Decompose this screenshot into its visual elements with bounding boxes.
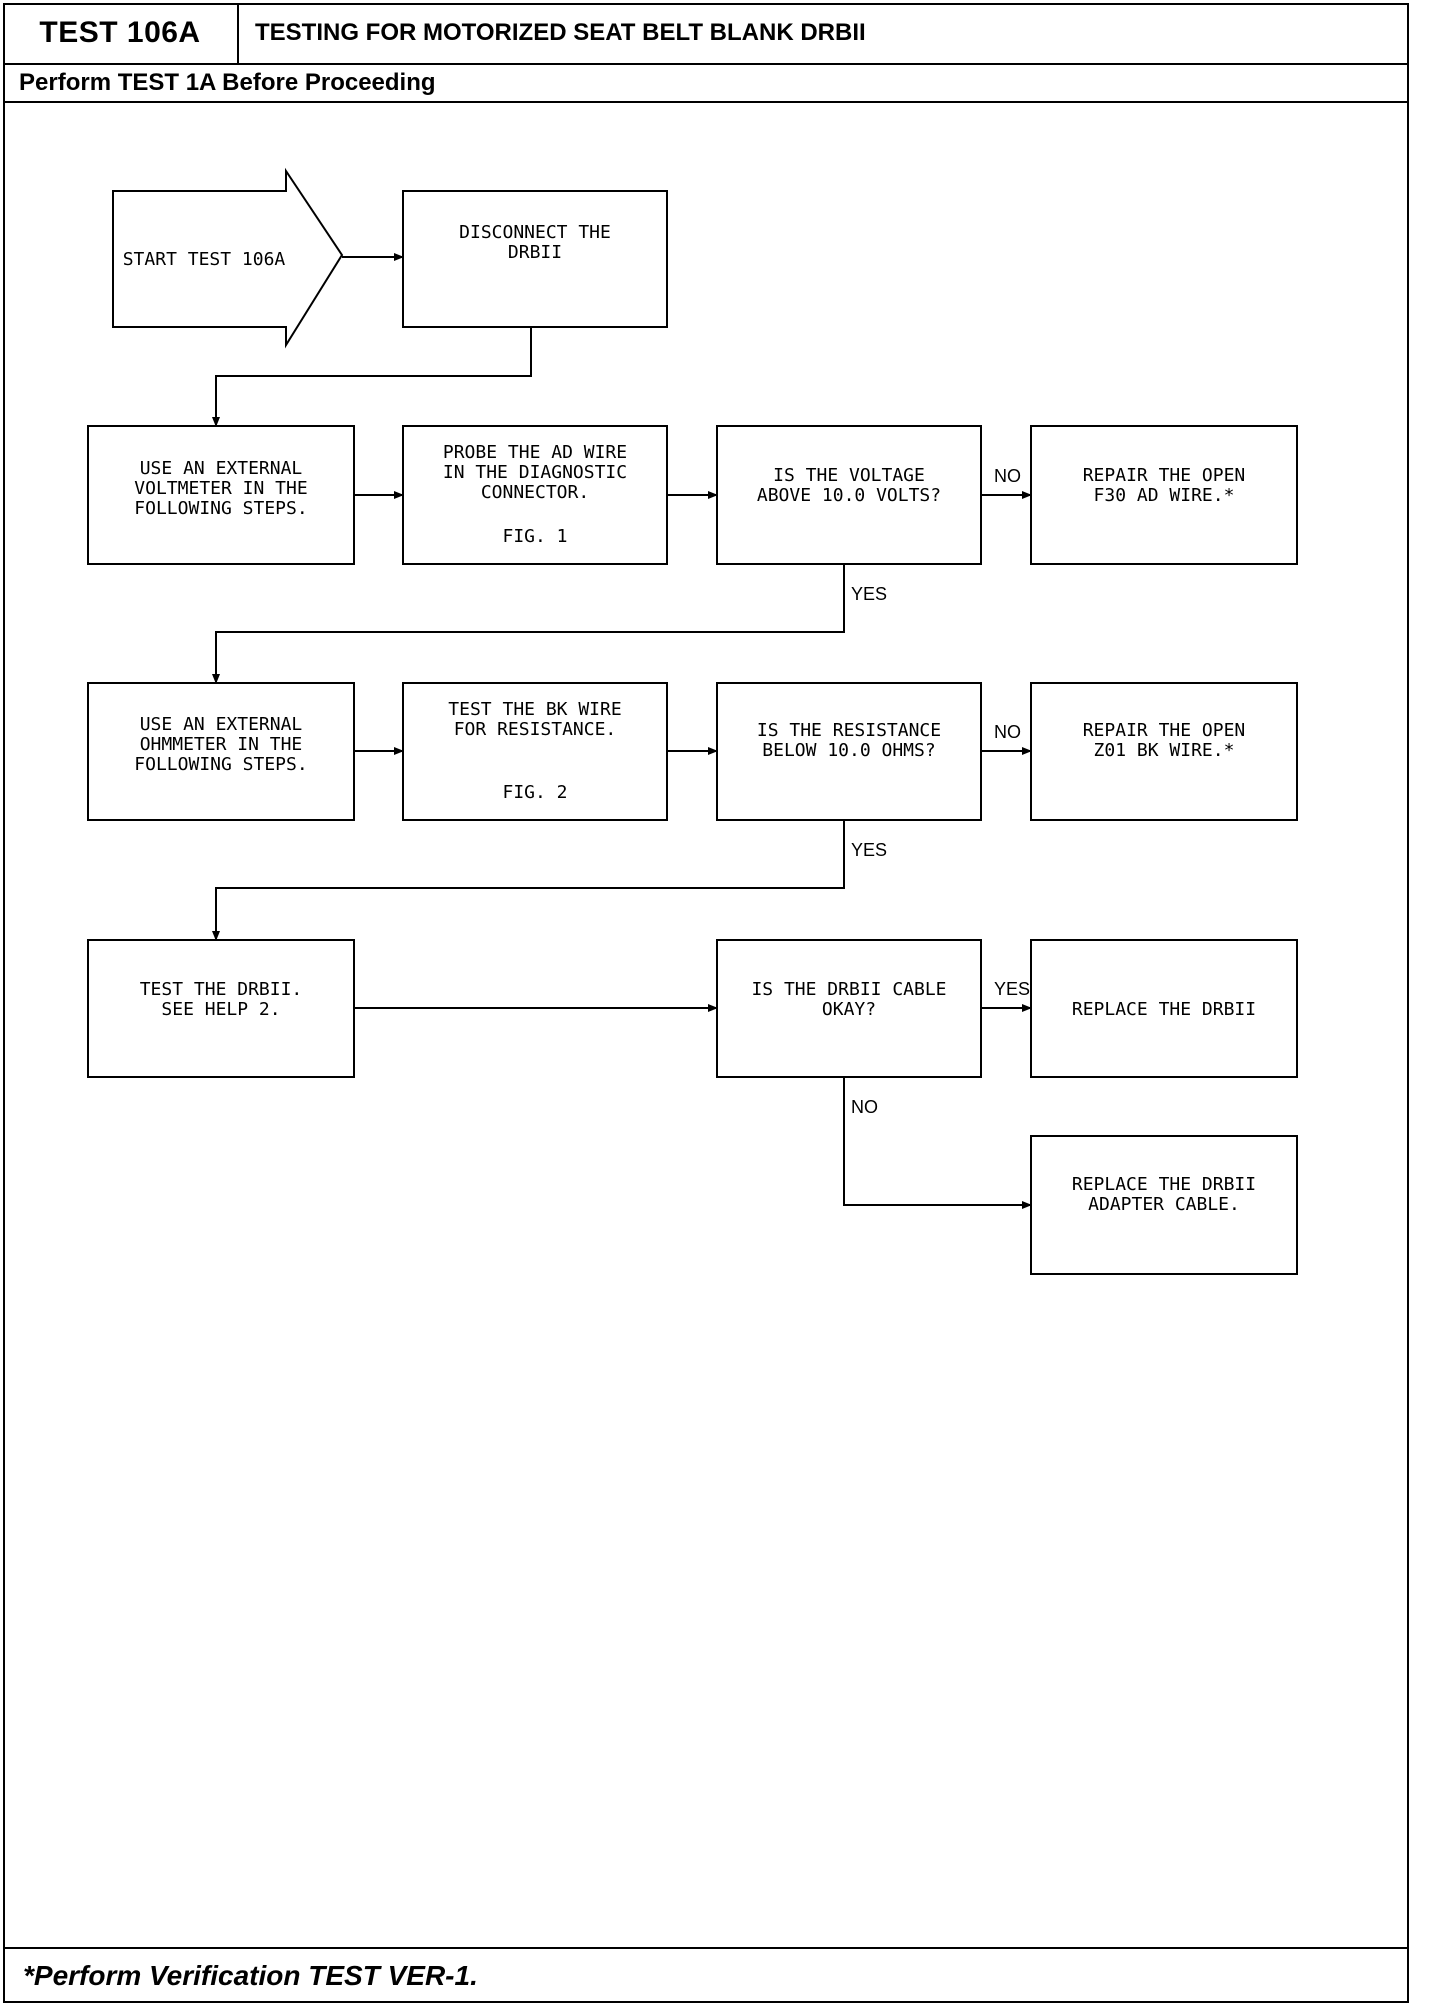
test-drbii-box [87, 939, 355, 1078]
flow-text-line: IS THE VOLTAGE [773, 465, 925, 486]
flow-text-line: CONNECTOR. [481, 482, 589, 503]
flow-text-line: USE AN EXTERNAL [140, 458, 303, 479]
connector-voltage-yes [212, 564, 845, 684]
flow-text-line: REPLACE THE DRBII [1072, 1174, 1256, 1195]
flow-text-line: ADAPTER CABLE. [1088, 1194, 1240, 1215]
flow-text-line: VOLTMETER IN THE [134, 478, 307, 499]
header-bar: TEST 106A TESTING FOR MOTORIZED SEAT BEL… [3, 3, 1409, 65]
label-voltage-no: NO [994, 466, 1021, 486]
start-text: START TEST 106A [123, 249, 286, 270]
use-ohmmeter-box [87, 682, 355, 821]
probe-ad-fig: FIG. 1 [502, 526, 567, 547]
repair-f30-box [1030, 425, 1298, 565]
disconnect-box [402, 190, 668, 328]
flow-text-line: ABOVE 10.0 VOLTS? [757, 485, 941, 506]
flow-text-line: START TEST 106A [123, 249, 286, 270]
flow-text-line: REPAIR THE OPEN [1083, 720, 1246, 741]
flow-text-line: REPLACE THE DRBII [1072, 999, 1256, 1020]
replace-drbii-text: REPLACE THE DRBII [1072, 999, 1256, 1020]
flow-text-line: OHMMETER IN THE [140, 734, 303, 755]
prerequisite-note: Perform TEST 1A Before Proceeding [19, 69, 436, 96]
flow-text-line: PROBE THE AD WIRE [443, 442, 627, 463]
page-frame [3, 3, 1409, 2003]
verification-note: *Perform Verification TEST VER-1. [23, 1960, 478, 1991]
connector-cable-no [843, 1077, 1032, 1209]
label-cable-no: NO [851, 1097, 878, 1117]
test-bk-fig: FIG. 2 [502, 782, 567, 803]
label-resistance-yes: YES [851, 840, 887, 860]
probe-ad-box [402, 425, 668, 565]
flow-text-line: TEST THE DRBII. [140, 979, 303, 1000]
test-bk-box [402, 682, 668, 821]
test-id-label: TEST 106A [3, 3, 239, 63]
flow-text-line: IS THE DRBII CABLE [751, 979, 946, 1000]
use-voltmeter-box [87, 425, 355, 565]
flow-text-line: SEE HELP 2. [161, 999, 280, 1020]
test-title: TESTING FOR MOTORIZED SEAT BELT BLANK DR… [255, 19, 866, 46]
footer-bar: *Perform Verification TEST VER-1. [3, 1947, 1409, 2003]
flow-text-line: FOLLOWING STEPS. [134, 754, 307, 775]
label-cable-yes: YES [994, 979, 1030, 999]
flow-text-line: Z01 BK WIRE.* [1094, 740, 1235, 761]
connector-resistance-yes [212, 820, 845, 941]
cable-question-box [716, 939, 982, 1078]
flow-text-line: OKAY? [822, 999, 876, 1020]
flow-text-line: F30 AD WIRE.* [1094, 485, 1235, 506]
flow-text-line: USE AN EXTERNAL [140, 714, 303, 735]
flow-text-line: FOLLOWING STEPS. [134, 498, 307, 519]
start-arrow-shape [112, 167, 344, 349]
replace-drbii-box [1030, 939, 1298, 1078]
flow-text-line: IS THE RESISTANCE [757, 720, 941, 741]
flow-text-line: FOR RESISTANCE. [454, 719, 617, 740]
connector-disconnect-to-voltmeter [212, 327, 532, 427]
prerequisite-bar: Perform TEST 1A Before Proceeding [3, 65, 1409, 103]
flow-text-line: DISCONNECT THE [459, 222, 611, 243]
flow-text-line: TEST THE BK WIRE [448, 699, 621, 720]
flow-text-line: DRBII [508, 242, 562, 263]
flow-text-line: BELOW 10.0 OHMS? [762, 740, 935, 761]
replace-adapter-box [1030, 1135, 1298, 1275]
label-resistance-no: NO [994, 722, 1021, 742]
flow-text-line: REPAIR THE OPEN [1083, 465, 1246, 486]
test-drbii-text: TEST THE DRBII.SEE HELP 2. [140, 979, 303, 1020]
flow-text-line: IN THE DIAGNOSTIC [443, 462, 627, 483]
label-voltage-yes: YES [851, 584, 887, 604]
